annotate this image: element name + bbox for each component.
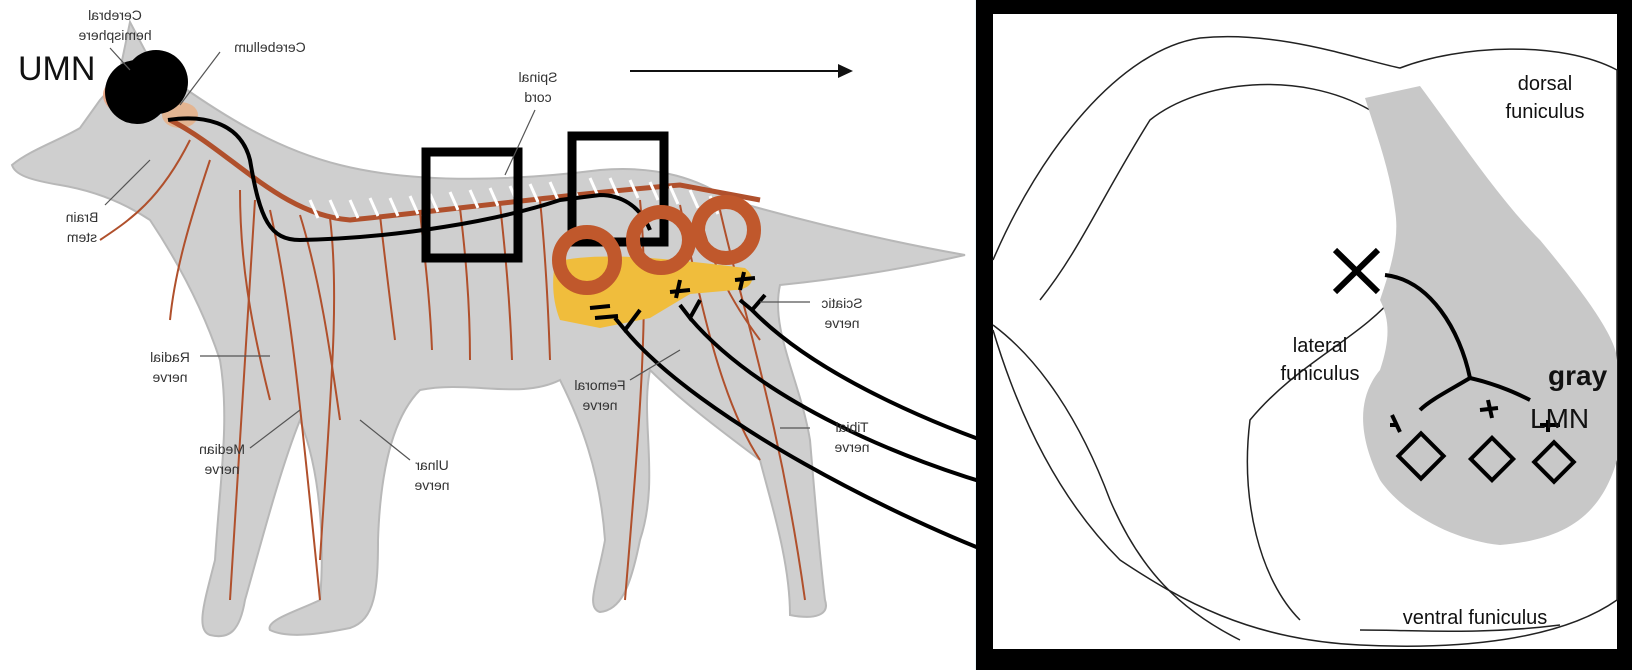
spinal-segment-box-2 (567, 131, 669, 247)
spinal-cord-label-2: cord (524, 89, 551, 105)
cord-outer-outline (992, 35, 1618, 647)
ventral-funiculus-label: ventral funiculus (1403, 607, 1548, 629)
label-leader-lines (104, 47, 810, 461)
median-nerve-label-2: nerve (204, 461, 239, 477)
lateral-funiculus-label-2: funiculus (1281, 363, 1360, 385)
cord-ventral-outline (992, 324, 1241, 641)
spinal-cord-label-1: Spinal (519, 69, 558, 85)
umn-label: UMN (18, 50, 95, 88)
peripheral-nerves (99, 139, 806, 601)
brain-stem-label-2: stem (67, 229, 97, 245)
median-nerve-label-1: Median (199, 441, 245, 457)
cerebral-hemisphere-label-2: hemisphere (78, 27, 151, 43)
dorsal-funiculus-label-2: funiculus (1506, 101, 1585, 123)
umn-pathway (167, 116, 652, 243)
lmn-cell-body-3 (1531, 439, 1577, 485)
lmn-ring-3 (691, 195, 761, 265)
sciatic-nerve-label-2: nerve (824, 315, 859, 331)
lateral-funiculus-label-1: lateral (1293, 335, 1347, 357)
ulnar-nerve-label-1: Ulnar (415, 457, 449, 473)
sciatic-nerve-label-1: Sciatic (821, 295, 862, 311)
dorsal-funiculus-label-1: dorsal (1518, 73, 1572, 95)
gray-matter (1363, 86, 1617, 545)
lmn-label: LMN (1530, 403, 1589, 434)
femoral-nerve-label-2: nerve (582, 397, 617, 413)
gray-matter-label: gray (1548, 360, 1608, 391)
lmn-ring-2 (626, 205, 696, 275)
cross-section-synapse-lines (1384, 273, 1560, 433)
cord-ventral-lower-outline (1359, 624, 1561, 632)
cerebellum-label: Cerebellum (234, 39, 306, 55)
umn-circle-2 (124, 50, 188, 114)
radial-nerve-label-2: nerve (152, 369, 187, 385)
lesion-x-mark (1332, 247, 1381, 295)
lmn-cell-body-1 (1395, 430, 1447, 482)
lmn-cell-body-2 (1467, 434, 1517, 484)
ulnar-nerve-label-2: nerve (414, 477, 449, 493)
radial-nerve-label-1: Radial (150, 349, 190, 365)
direction-arrow-head (838, 64, 853, 78)
tibial-nerve-label-1: Tibial (836, 419, 869, 435)
lmn-ring-1 (552, 225, 622, 295)
femoral-nerve-label-1: Femoral (574, 377, 625, 393)
tibial-nerve-label-2: nerve (834, 439, 869, 455)
cerebral-hemisphere-label-1: Cerebral (88, 7, 142, 23)
brain-stem-label-1: Brain (66, 209, 99, 225)
spinal-segment-box-1 (421, 147, 523, 263)
